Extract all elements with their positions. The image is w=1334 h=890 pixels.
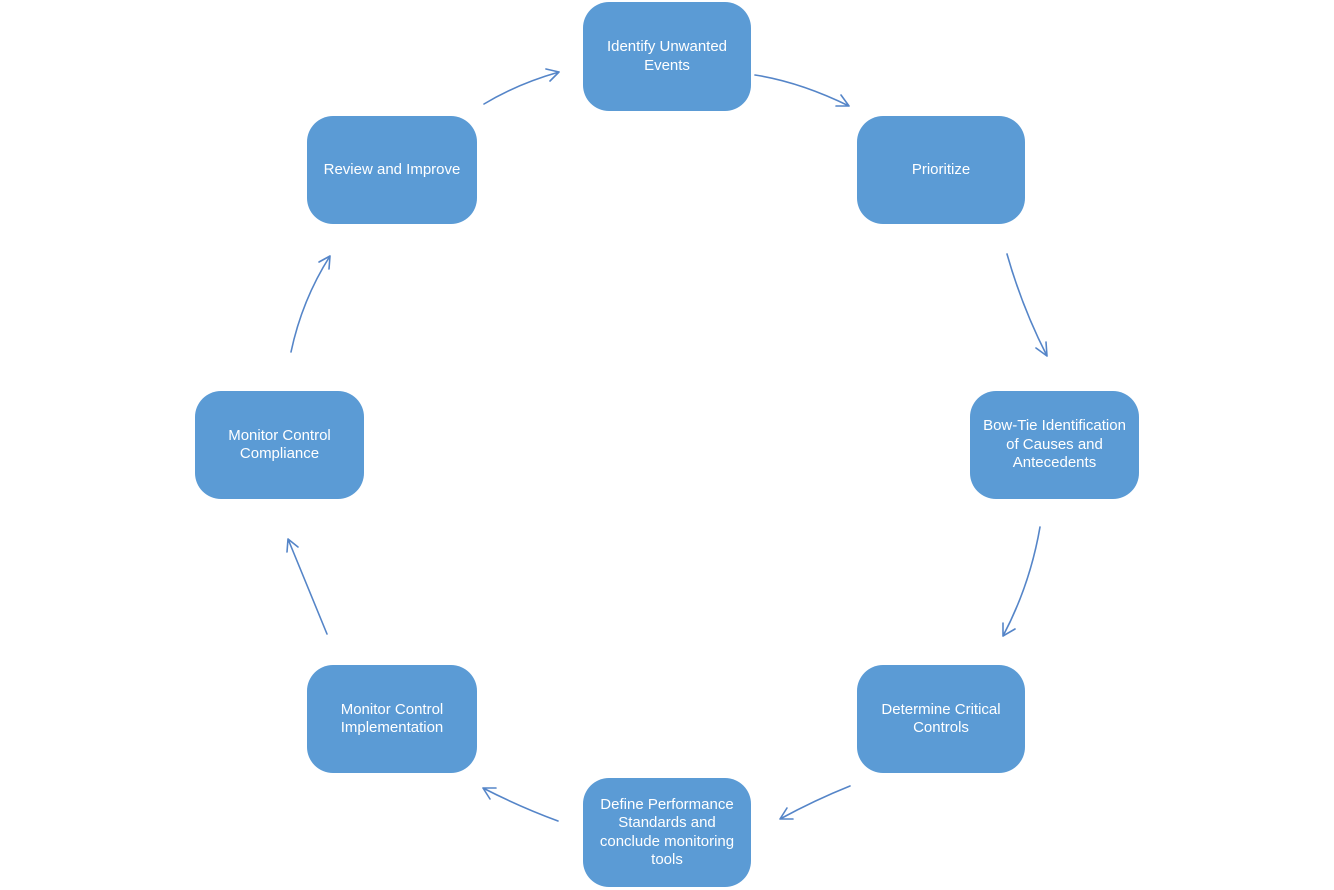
node-monitor-control-compliance[interactable]: Monitor Control Compliance bbox=[195, 391, 364, 499]
node-define-performance-standards[interactable]: Define Performance Standards and conclud… bbox=[583, 778, 751, 887]
node-determine-critical-controls[interactable]: Determine Critical Controls bbox=[857, 665, 1025, 773]
node-prioritize[interactable]: Prioritize bbox=[857, 116, 1025, 224]
node-label: Monitor Control Implementation bbox=[340, 700, 444, 736]
arrow-prioritize-to-bowtie[interactable] bbox=[1006, 253, 1048, 357]
node-label: Review and Improve bbox=[323, 160, 461, 178]
arrow-moncomp-to-review[interactable] bbox=[290, 255, 331, 353]
node-label: Define Performance Standards and conclud… bbox=[599, 795, 735, 868]
node-label: Bow-Tie Identification of Causes and Ant… bbox=[983, 417, 1126, 472]
node-label: Determine Critical Controls bbox=[881, 700, 1001, 736]
node-label: Prioritize bbox=[911, 160, 971, 178]
node-identify-unwanted-events[interactable]: Identify Unwanted Events bbox=[583, 2, 751, 111]
node-bow-tie-identification[interactable]: Bow-Tie Identification of Causes and Ant… bbox=[970, 391, 1139, 499]
arrow-determine-to-define[interactable] bbox=[779, 785, 851, 820]
arrow-bowtie-to-determine[interactable] bbox=[1002, 526, 1041, 637]
node-label: Identify Unwanted Events bbox=[606, 38, 728, 74]
node-monitor-control-implementation[interactable]: Monitor Control Implementation bbox=[307, 665, 477, 773]
node-review-and-improve[interactable]: Review and Improve bbox=[307, 116, 477, 224]
arrow-define-to-monimpl[interactable] bbox=[482, 787, 559, 822]
arrow-monimpl-to-moncomp[interactable] bbox=[286, 538, 328, 635]
node-label: Monitor Control Compliance bbox=[228, 426, 331, 462]
arrow-identify-to-prioritize[interactable] bbox=[754, 74, 850, 107]
arrow-review-to-identify[interactable] bbox=[483, 68, 560, 105]
